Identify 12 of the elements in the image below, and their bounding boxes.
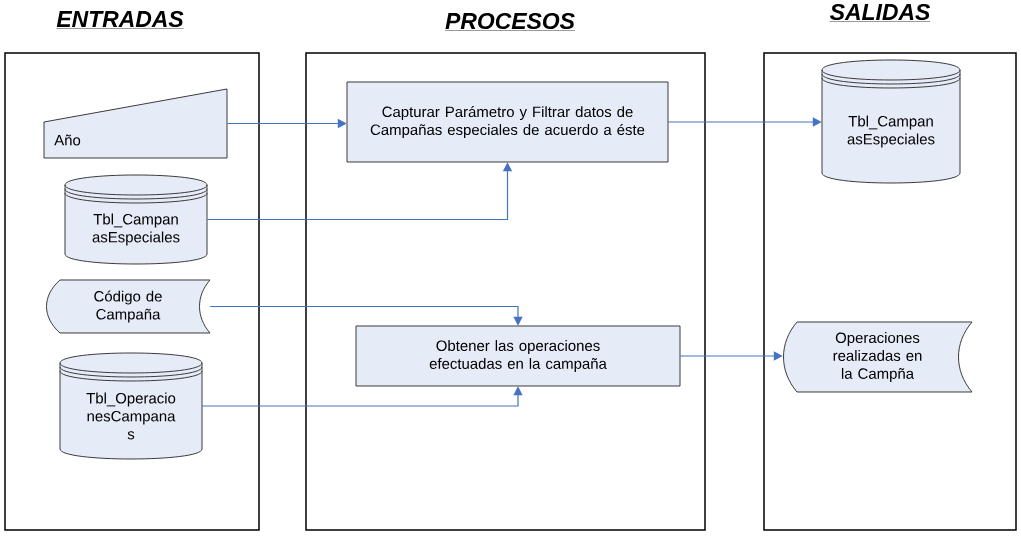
arrow <box>209 305 523 326</box>
column-heading: ENTRADAS <box>56 10 184 29</box>
arrow <box>679 351 783 361</box>
database-cylinder: Tbl_Campan asEspeciales <box>821 59 961 184</box>
database-cylinder: Tbl_Campan asEspeciales <box>64 174 208 265</box>
column-heading: SALIDAS <box>829 3 931 22</box>
arrow <box>667 117 822 127</box>
process-box: Capturar Parámetro y Filtrar datos de Campañas especiales de acuerdo a éste <box>346 81 669 163</box>
column-heading: PROCESOS <box>444 12 576 31</box>
arrow <box>201 386 523 407</box>
database-cylinder: Tbl_Operacio nesCampana s <box>59 352 203 460</box>
process-box: Obtener las operaciones efectuadas en la campaña <box>355 325 681 387</box>
